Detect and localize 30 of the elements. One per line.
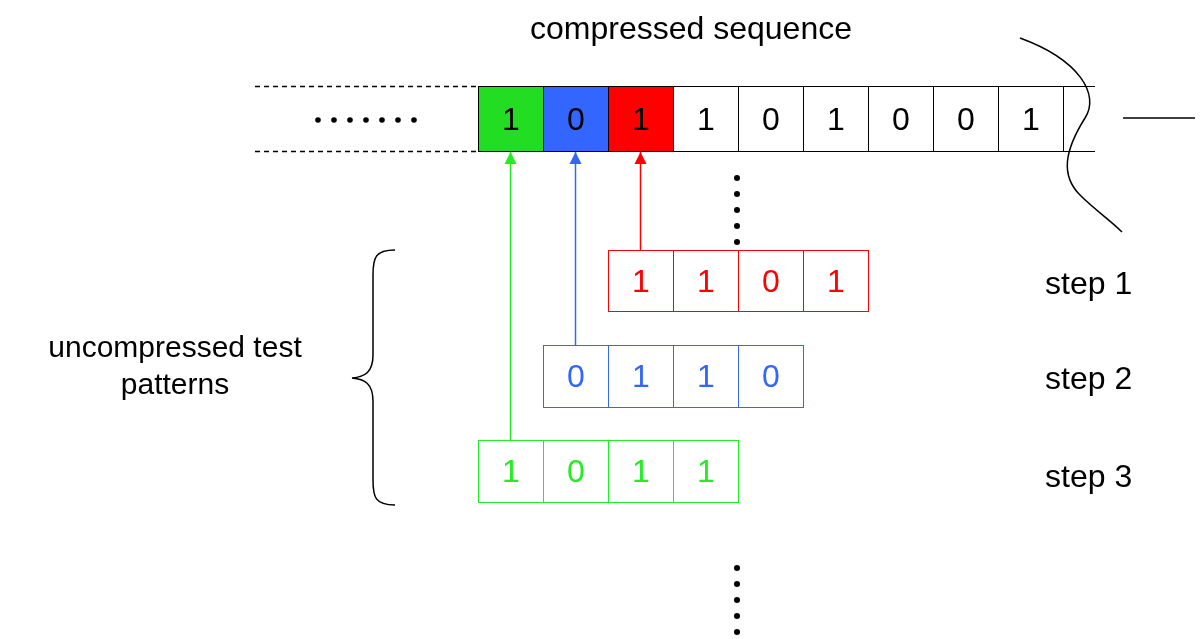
- arrow: [504, 151, 517, 441]
- step-label: step 1: [1045, 265, 1133, 302]
- partial-cell: [1063, 86, 1095, 152]
- pattern-cell: 1: [478, 440, 544, 503]
- side-label: uncompressed test patterns: [47, 329, 303, 402]
- pattern-cell: 1: [608, 250, 674, 312]
- pattern-cell: 1: [608, 440, 674, 503]
- sequence-cell: 1: [998, 86, 1064, 152]
- pattern-cell: 1: [803, 250, 869, 312]
- sequence-cell: 0: [543, 86, 609, 152]
- pattern-cell: 0: [543, 440, 609, 503]
- pattern-cell: 1: [608, 345, 674, 408]
- pattern-cell: 1: [673, 345, 739, 408]
- step-label: step 3: [1045, 458, 1133, 495]
- pattern-cell: 0: [543, 345, 609, 408]
- step-label: step 2: [1045, 360, 1133, 397]
- arrow: [569, 151, 582, 346]
- sequence-cell: 0: [738, 86, 804, 152]
- sequence-cell: 1: [608, 86, 674, 152]
- arrow: [634, 151, 647, 251]
- pattern-cell: 1: [673, 250, 739, 312]
- sequence-cell: 0: [868, 86, 934, 152]
- sequence-cell: 1: [803, 86, 869, 152]
- pattern-cell: 0: [738, 250, 804, 312]
- pattern-cell: 1: [673, 440, 739, 503]
- sequence-cell: 0: [933, 86, 999, 152]
- pattern-cell: 0: [738, 345, 804, 408]
- sequence-cell: 1: [673, 86, 739, 152]
- sequence-cell: 1: [478, 86, 544, 152]
- sequence-label: compressed sequence: [530, 10, 852, 47]
